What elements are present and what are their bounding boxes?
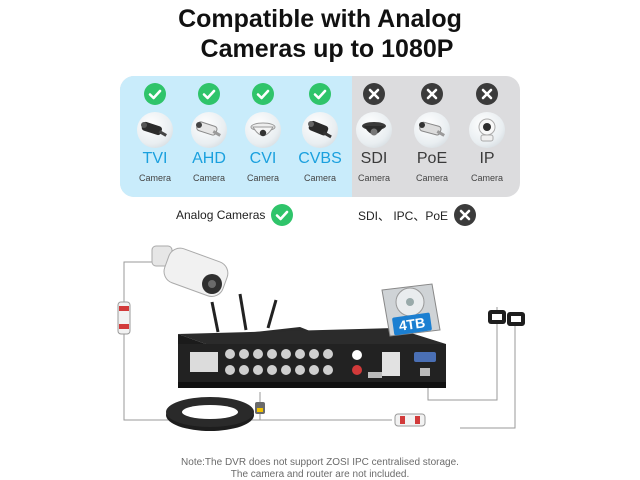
dome-camera-icon	[356, 112, 392, 148]
check-icon	[271, 204, 294, 226]
camera-type: Camera	[246, 173, 279, 183]
camera-card-poe: PoE Camera	[404, 76, 460, 197]
camera-name: TVI	[142, 150, 168, 167]
power-plug-icon	[394, 413, 426, 427]
cable-lines	[123, 261, 516, 429]
bullet-camera-icon	[191, 112, 227, 148]
indoor-camera-icon	[469, 112, 505, 148]
camera-card-cvi: CVI Camera	[235, 76, 291, 197]
legend-analog: Analog Cameras	[176, 204, 294, 226]
compatibility-panel: TVI Camera AHD Camera CVI Camera CVBS Ca	[120, 76, 520, 197]
camera-card-ip: IP Camera	[459, 76, 515, 197]
cable-coil-icon	[166, 397, 254, 431]
camera-card-cvbs: CVBS Camera	[292, 76, 348, 197]
footnote: Note:The DVR does not support ZOSI IPC c…	[0, 457, 640, 480]
camera-card-sdi: SDI Camera	[346, 76, 402, 197]
bullet-camera-icon	[137, 112, 173, 148]
camera-type: Camera	[192, 173, 225, 183]
connection-illustration: 4TB	[0, 232, 640, 452]
camera-type: Camera	[415, 173, 448, 183]
camera-name: CVI	[249, 150, 277, 167]
check-icon	[198, 83, 220, 105]
cross-icon	[363, 83, 385, 105]
legend-other: SDI、 IPC、PoE	[358, 204, 477, 226]
check-icon	[309, 83, 331, 105]
check-icon	[252, 83, 274, 105]
dvr-recorder-icon	[178, 328, 446, 388]
headline-line-1: Compatible with Analog	[178, 5, 462, 33]
cross-icon	[476, 83, 498, 105]
headline-line-2: Cameras up to 1080P	[200, 35, 454, 63]
power-adapter-icon	[488, 310, 525, 326]
dome-camera-icon	[245, 112, 281, 148]
bullet-camera-icon	[414, 112, 450, 148]
camera-name: CVBS	[298, 150, 342, 167]
bullet-camera-icon	[302, 112, 338, 148]
camera-name: IP	[479, 150, 495, 167]
camera-card-tvi: TVI Camera	[127, 76, 183, 197]
wiring-diagram	[117, 245, 525, 431]
bnc-plug-icon	[255, 402, 265, 414]
footnote-line-1: Note:The DVR does not support ZOSI IPC c…	[181, 457, 459, 468]
camera-card-ahd: AHD Camera	[181, 76, 237, 197]
camera-name: SDI	[360, 150, 388, 167]
cross-icon	[454, 204, 477, 226]
camera-type: Camera	[138, 173, 171, 183]
bnc-connector-icon	[117, 301, 131, 335]
footnote-line-2: The camera and router are not included.	[230, 469, 410, 480]
camera-type: Camera	[357, 173, 390, 183]
cross-icon	[421, 83, 443, 105]
camera-name: AHD	[192, 150, 226, 167]
bullet-camera-icon	[151, 245, 229, 297]
camera-name: PoE	[416, 150, 448, 167]
camera-type: Camera	[470, 173, 503, 183]
headline: Compatible with Analog Cameras up to 108…	[0, 0, 640, 64]
camera-type: Camera	[303, 173, 336, 183]
check-icon	[144, 83, 166, 105]
legend-analog-label: Analog Cameras	[176, 208, 266, 222]
legend-other-label: SDI、 IPC、PoE	[358, 208, 449, 223]
